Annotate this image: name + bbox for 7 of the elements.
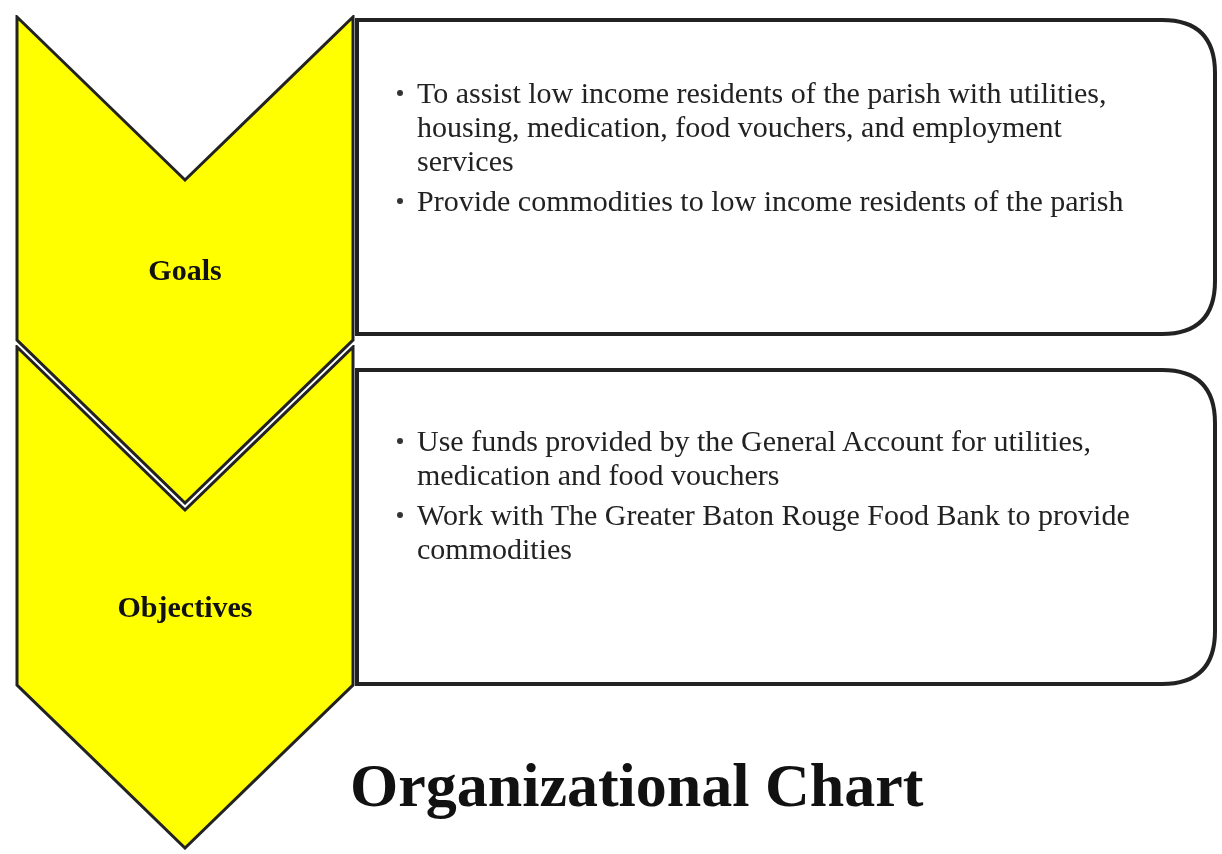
bullet-text: To assist low income residents of the parish with utilities, housing, medication, food vouchers, and employment services: [417, 76, 1107, 177]
stage-label: Objectives: [116, 590, 254, 624]
bullet-text: Use funds provided by the General Account for utilities, medication and food vouchers: [417, 424, 1091, 491]
bullet-text: Work with The Greater Baton Rouge Food Bank to provide commodities: [417, 498, 1130, 565]
bullet-text: Provide commodities to low income residents of the parish: [417, 184, 1124, 217]
stage-label: Goals: [147, 253, 223, 287]
title: Organizational Chart: [350, 750, 924, 821]
